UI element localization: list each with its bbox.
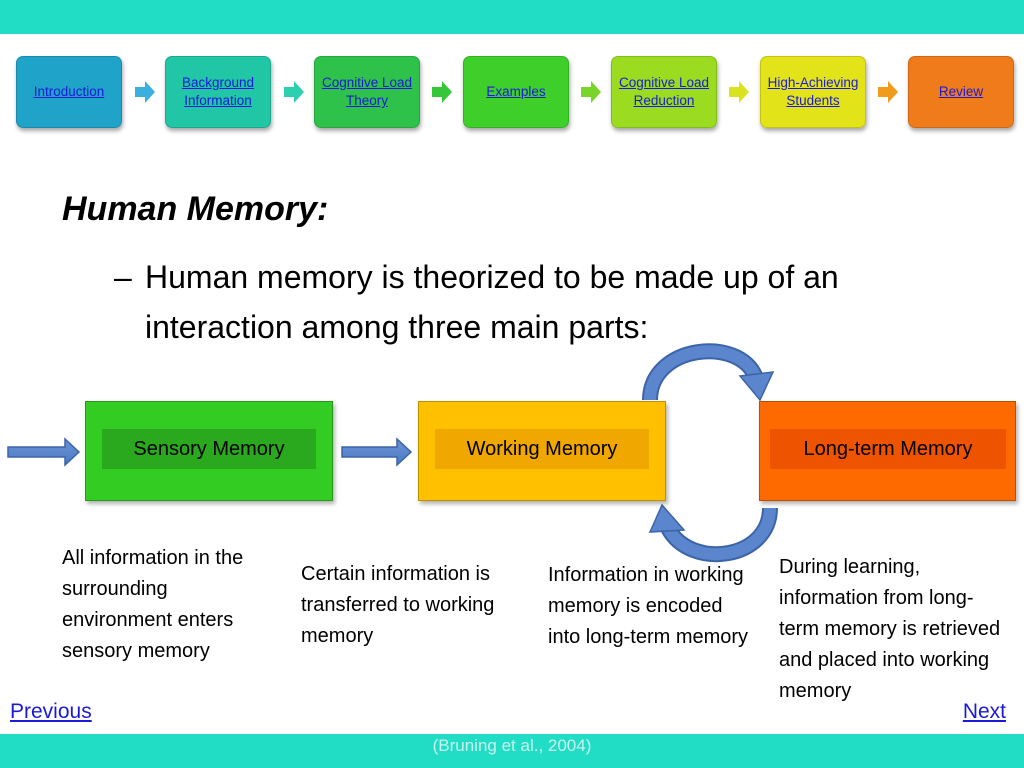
top-band (0, 0, 1024, 34)
transfer-arrow-icon (341, 437, 413, 467)
nav-high-achieving-students[interactable]: High-Achieving Students (760, 56, 866, 128)
nav-arrow-icon (432, 81, 452, 103)
note-transfer: Certain information is transferred to wo… (301, 563, 495, 647)
nav-arrow-icon (729, 81, 749, 103)
encode-arrowhead-icon (738, 371, 775, 402)
input-arrow-icon (7, 437, 81, 467)
nav-cognitive-load-theory[interactable]: Cognitive Load Theory (314, 56, 420, 128)
nav-review[interactable]: Review (908, 56, 1014, 128)
previous-link[interactable]: Previous (10, 700, 92, 723)
long-term-memory-box: Long-term Memory (759, 401, 1016, 501)
note-retrieve: During learning, information from long-t… (779, 556, 1001, 702)
nav-arrow-icon (284, 81, 304, 103)
citation: (Bruning et al., 2004) (432, 736, 592, 755)
nav-arrow-icon (878, 81, 898, 103)
sensory-memory-box: Sensory Memory (85, 401, 333, 501)
nav-arrow-icon (135, 81, 155, 103)
sensory-memory-label: Sensory Memory (102, 429, 316, 469)
nav-examples[interactable]: Examples (463, 56, 569, 128)
bottom-band (0, 734, 1024, 768)
bullet-point: – Human memory is theorized to be made u… (114, 252, 974, 352)
note-encode: Information in working memory is encoded… (548, 564, 749, 648)
working-memory-box: Working Memory (418, 401, 666, 501)
bullet-dash: – (114, 259, 132, 295)
retrieve-arrowhead-icon (648, 503, 686, 533)
nav-background-information[interactable]: Background Information (165, 56, 271, 128)
nav-arrow-icon (581, 81, 601, 103)
next-link[interactable]: Next (962, 700, 1006, 723)
nav-cognitive-load-reduction[interactable]: Cognitive Load Reduction (611, 56, 717, 128)
slide-heading: Human Memory: (62, 190, 329, 228)
long-term-memory-label: Long-term Memory (770, 429, 1006, 469)
working-memory-label: Working Memory (435, 429, 649, 469)
note-sensory: All information in the surrounding envir… (62, 547, 244, 662)
bullet-text: Human memory is theorized to be made up … (145, 259, 839, 345)
nav-introduction[interactable]: Introduction (16, 56, 122, 128)
